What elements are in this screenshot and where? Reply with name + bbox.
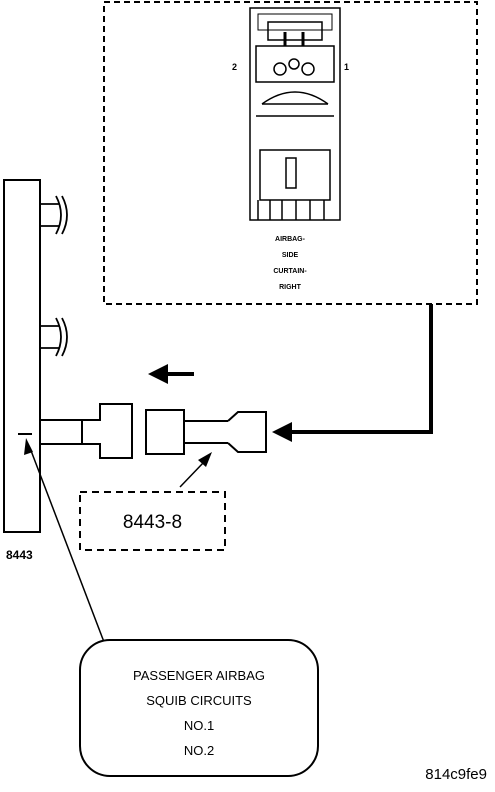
tool-cable-stubs xyxy=(40,195,68,357)
callout-leader xyxy=(24,438,105,643)
tool-8443-body xyxy=(3,179,41,533)
airbag-connector-drawing xyxy=(249,7,341,221)
connector-caption-line: CURTAIN- xyxy=(273,268,307,275)
connector-pin-1-label: 1 xyxy=(344,62,350,72)
tool-8443-8-label: 8443-8 xyxy=(122,512,183,533)
connector-view-frame xyxy=(103,1,478,305)
connector-caption-line: AIRBAG- xyxy=(275,236,305,243)
callout-line: SQUIB CIRCUITS xyxy=(146,693,252,708)
connection-arrow xyxy=(272,304,433,442)
connector-caption-line: SIDE xyxy=(281,252,299,259)
squib-callout-box xyxy=(79,639,319,777)
adapter-cable xyxy=(18,403,267,459)
callout-line: NO.1 xyxy=(183,718,215,733)
connector-caption-line: RIGHT xyxy=(279,284,301,291)
direction-arrow xyxy=(148,364,194,384)
connector-pin-2-label: 2 xyxy=(232,62,238,72)
tool-8443-8-frame xyxy=(79,491,226,551)
callout-line: PASSENGER AIRBAG xyxy=(133,668,265,683)
adapter-leader xyxy=(179,452,212,488)
tool-8443-label: 8443 xyxy=(6,548,33,562)
figure-id: 814c9fe9 xyxy=(425,766,487,783)
callout-line: NO.2 xyxy=(183,743,215,758)
